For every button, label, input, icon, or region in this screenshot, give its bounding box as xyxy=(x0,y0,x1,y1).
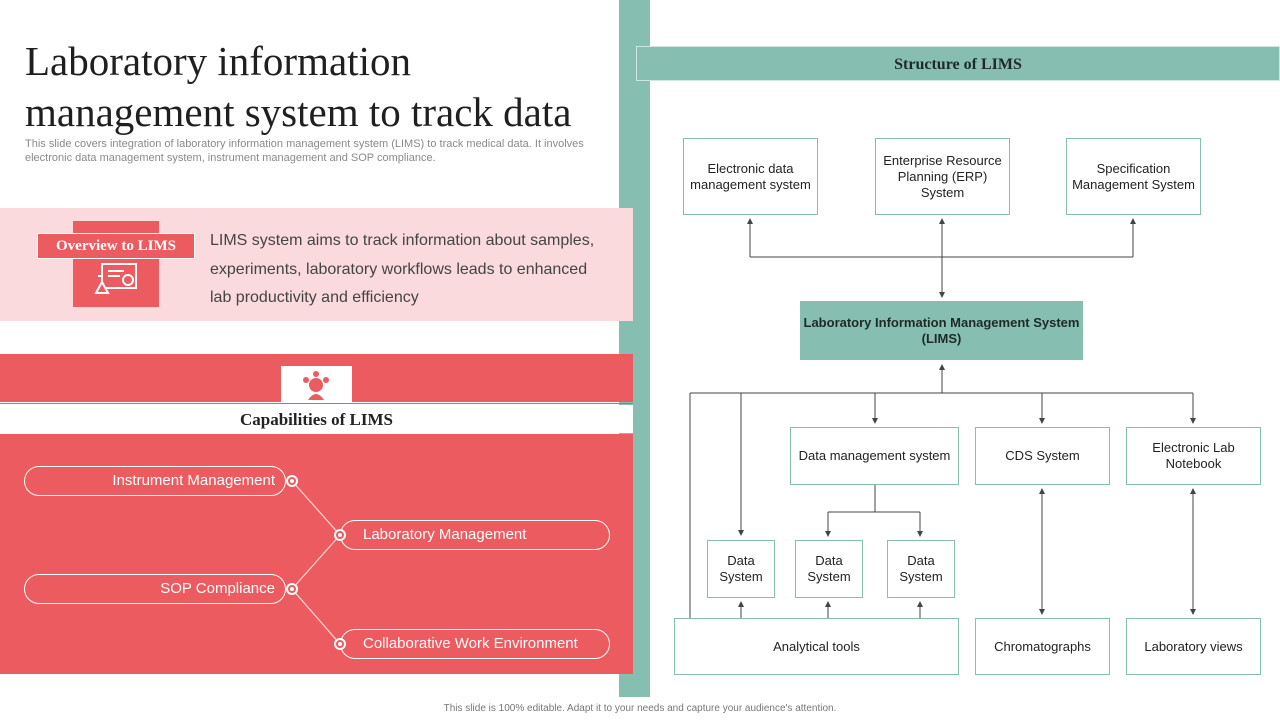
slide-title: Laboratory information management system… xyxy=(25,38,572,135)
connector-dot xyxy=(334,529,346,541)
node-erp-system: Enterprise Resource Planning (ERP) Syste… xyxy=(875,138,1010,215)
network-head-icon xyxy=(303,371,329,400)
capability-instrument-management: Instrument Management xyxy=(24,466,286,496)
node-data-system: Data System xyxy=(707,540,775,598)
node-laboratory-views: Laboratory views xyxy=(1126,618,1261,675)
lab-report-icon xyxy=(94,263,137,294)
capabilities-divider xyxy=(0,403,633,404)
node-analytical-tools: Analytical tools xyxy=(674,618,959,675)
footer-note: This slide is 100% editable. Adapt it to… xyxy=(443,703,837,714)
capabilities-header: Capabilities of LIMS xyxy=(0,405,633,433)
connector-dot xyxy=(286,583,298,595)
overview-label: Overview to LIMS xyxy=(37,233,195,259)
overview-text: LIMS system aims to track information ab… xyxy=(210,232,595,306)
capability-sop-compliance: SOP Compliance xyxy=(24,574,286,604)
connector-dot xyxy=(334,638,346,650)
structure-header: Structure of LIMS xyxy=(636,46,1280,81)
node-cds-system: CDS System xyxy=(975,427,1110,485)
node-specification-management: Specification Management System xyxy=(1066,138,1201,215)
capabilities-body xyxy=(0,434,633,674)
node-chromatographs: Chromatographs xyxy=(975,618,1110,675)
node-electronic-lab-notebook: Electronic Lab Notebook xyxy=(1126,427,1261,485)
node-data-system: Data System xyxy=(887,540,955,598)
capabilities-connectors xyxy=(291,480,341,645)
slide-subtitle: This slide covers integration of laborat… xyxy=(25,138,584,164)
node-data-management-system: Data management system xyxy=(790,427,959,485)
capabilities-icon-box xyxy=(281,366,352,402)
node-data-system: Data System xyxy=(795,540,863,598)
node-lims-center: Laboratory Information Management System… xyxy=(800,301,1083,360)
node-electronic-data-management: Electronic data management system xyxy=(683,138,818,215)
connector-dot xyxy=(286,475,298,487)
